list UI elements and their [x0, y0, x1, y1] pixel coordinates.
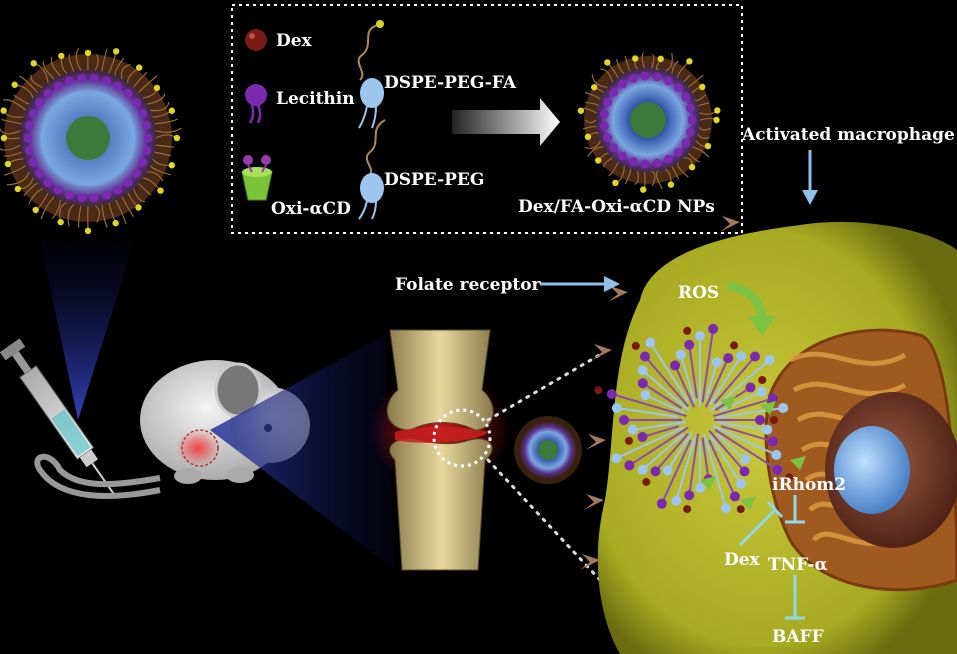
dex-icon — [245, 29, 267, 51]
dspe-peg-fa-icon — [357, 20, 384, 129]
tnf-label: TNF-α — [768, 555, 828, 575]
baff-label: BAFF — [772, 627, 824, 647]
legend-dspe-peg-fa-label: DSPE-PEG-FA — [384, 73, 517, 93]
zoom-beam-joint — [210, 335, 395, 570]
injection-beam — [40, 240, 135, 420]
folate-arrow — [604, 276, 620, 292]
knee-joint — [370, 329, 510, 571]
legend-lecithin-label: Lecithin — [276, 89, 355, 109]
syringe — [0, 338, 117, 497]
inhibition-pathway — [738, 495, 805, 620]
macrophage-arrow — [802, 190, 818, 205]
dex-pathway-label: Dex — [724, 550, 761, 570]
lecithin-icon — [245, 84, 267, 124]
assembly-arrow — [452, 98, 560, 146]
legend-oxi-acd-label: Oxi-αCD — [271, 199, 351, 219]
nanoparticle-disassembled — [594, 323, 806, 514]
activated-macrophage-label: Activated macrophage — [741, 125, 955, 145]
ros-label: ROS — [678, 283, 719, 303]
legend-box — [231, 4, 743, 234]
irhom2-label: iRhom2 — [772, 475, 846, 495]
oxi-acd-icon — [241, 155, 273, 201]
nanoparticle-large — [0, 47, 182, 235]
dspe-peg-icon — [358, 119, 386, 220]
nanoparticle-small — [514, 416, 582, 484]
legend-dspe-peg-label: DSPE-PEG — [384, 170, 484, 190]
nanoparticle-product — [577, 52, 721, 193]
folate-receptors — [580, 216, 740, 570]
ros-arrow — [727, 281, 767, 319]
folate-receptor-label: Folate receptor — [395, 275, 542, 295]
macrophage-cell — [597, 221, 957, 654]
legend-product-label: Dex/FA-Oxi-αCD NPs — [518, 197, 715, 217]
legend-dex-label: Dex — [276, 31, 313, 51]
